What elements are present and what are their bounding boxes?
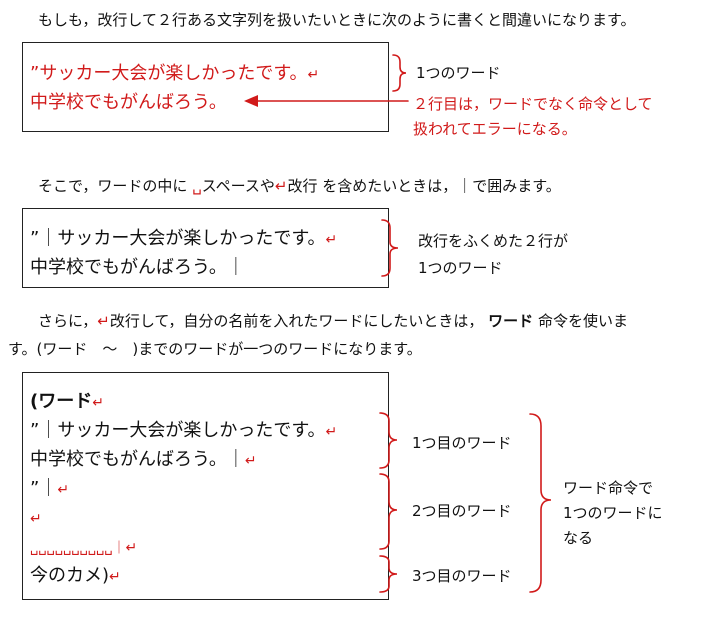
code2-line1: ”｜サッカー大会が楽しかったです。↵ [30, 225, 337, 254]
label-word3: 3つ目のワード [412, 567, 512, 585]
code1-line1-text: ”サッカー大会が楽しかったです。 [30, 63, 308, 84]
code3-line6: ␣␣␣␣␣␣␣␣␣␣｜↵ [30, 533, 137, 562]
code3-line1: (ワード↵ [30, 388, 104, 417]
return-mark: ↵ [57, 482, 70, 498]
intro2-b: スペースや [201, 177, 275, 195]
cmd-note-line1: ワード命令で [563, 479, 654, 497]
cmd-note-line2: 1つのワードに [563, 504, 663, 522]
return-mark: ↵ [125, 540, 138, 556]
code1-line2: 中学校でもがんばろう。 [30, 92, 227, 113]
code3-line1-text: (ワード [30, 391, 93, 412]
label-word1: 1つ目のワード [412, 434, 512, 452]
error-note-line2: 扱われてエラーになる。 [413, 120, 577, 138]
section1-intro: もしも，改行して２行ある文字列を扱いたいときに次のように書くと間違いになります。 [38, 11, 636, 29]
error-note-line1: ２行目は，ワードでなく命令として [413, 95, 653, 113]
return-mark: ↵ [92, 395, 104, 411]
code-box-1 [22, 42, 389, 132]
code3-line7: 今のカメ)↵ [30, 562, 121, 591]
code3-line6-text: ␣␣␣␣␣␣␣␣␣␣｜ [30, 541, 126, 556]
intro3-command: ワード [488, 312, 534, 330]
code2-line1-text: ”｜サッカー大会が楽しかったです。 [30, 228, 326, 249]
intro2-a: そこで，ワードの中に [38, 177, 188, 195]
space-mark: ␣ [192, 177, 202, 195]
section2-intro: そこで，ワードの中に ␣スペースや↵改行 を含めたいときは，｜で囲みます。 [38, 175, 561, 197]
return-mark: ↵ [325, 232, 338, 248]
intro3-a: さらに， [38, 312, 98, 330]
label-word2: 2つ目のワード [412, 502, 512, 520]
code3-line4-text: ”｜ [30, 478, 58, 499]
intro2-c: 改行 [287, 177, 318, 195]
section3-intro-line1: さらに，↵改行して，自分の名前を入れたワードにしたいときは， ワード 命令を使い… [38, 310, 628, 332]
code3-line4: ”｜↵ [30, 475, 69, 504]
return-mark: ↵ [97, 312, 110, 330]
return-mark: ↵ [109, 569, 121, 585]
return-mark: ↵ [307, 67, 320, 83]
code3-line7-text: 今のカメ) [30, 565, 110, 586]
intro2-d: を含めたいときは，｜で囲みます。 [322, 177, 561, 195]
brace-1 [392, 54, 407, 92]
code1-line1: ”サッカー大会が楽しかったです。↵ [30, 60, 319, 89]
note2-line1: 改行をふくめた２行が [418, 232, 569, 250]
code3-line5: ↵ [30, 504, 42, 533]
code3-line2-text: ”｜サッカー大会が楽しかったです。 [30, 420, 326, 441]
return-mark: ↵ [274, 177, 288, 195]
cmd-note-line3: なる [563, 529, 594, 547]
code3-line3-text: 中学校でもがんばろう。｜ [30, 449, 245, 470]
return-mark: ↵ [244, 453, 257, 469]
brace-label-1: 1つのワード [416, 64, 501, 82]
intro3-b: 改行して，自分の名前を入れたワードにしたいときは， [109, 312, 484, 330]
code2-line2: 中学校でもがんばろう。｜ [30, 257, 245, 278]
return-mark: ↵ [325, 424, 338, 440]
section3-intro-line2: す。(ワード ～ )までのワードが一つのワードになります。 [8, 340, 422, 358]
return-mark: ↵ [30, 511, 42, 527]
note2-line2: 1つのワード [418, 259, 503, 277]
intro3-c: 命令を使いま [537, 312, 628, 330]
code3-line2: ”｜サッカー大会が楽しかったです。↵ [30, 417, 337, 446]
brace-command [529, 413, 552, 593]
code3-line3: 中学校でもがんばろう。｜↵ [30, 446, 257, 475]
